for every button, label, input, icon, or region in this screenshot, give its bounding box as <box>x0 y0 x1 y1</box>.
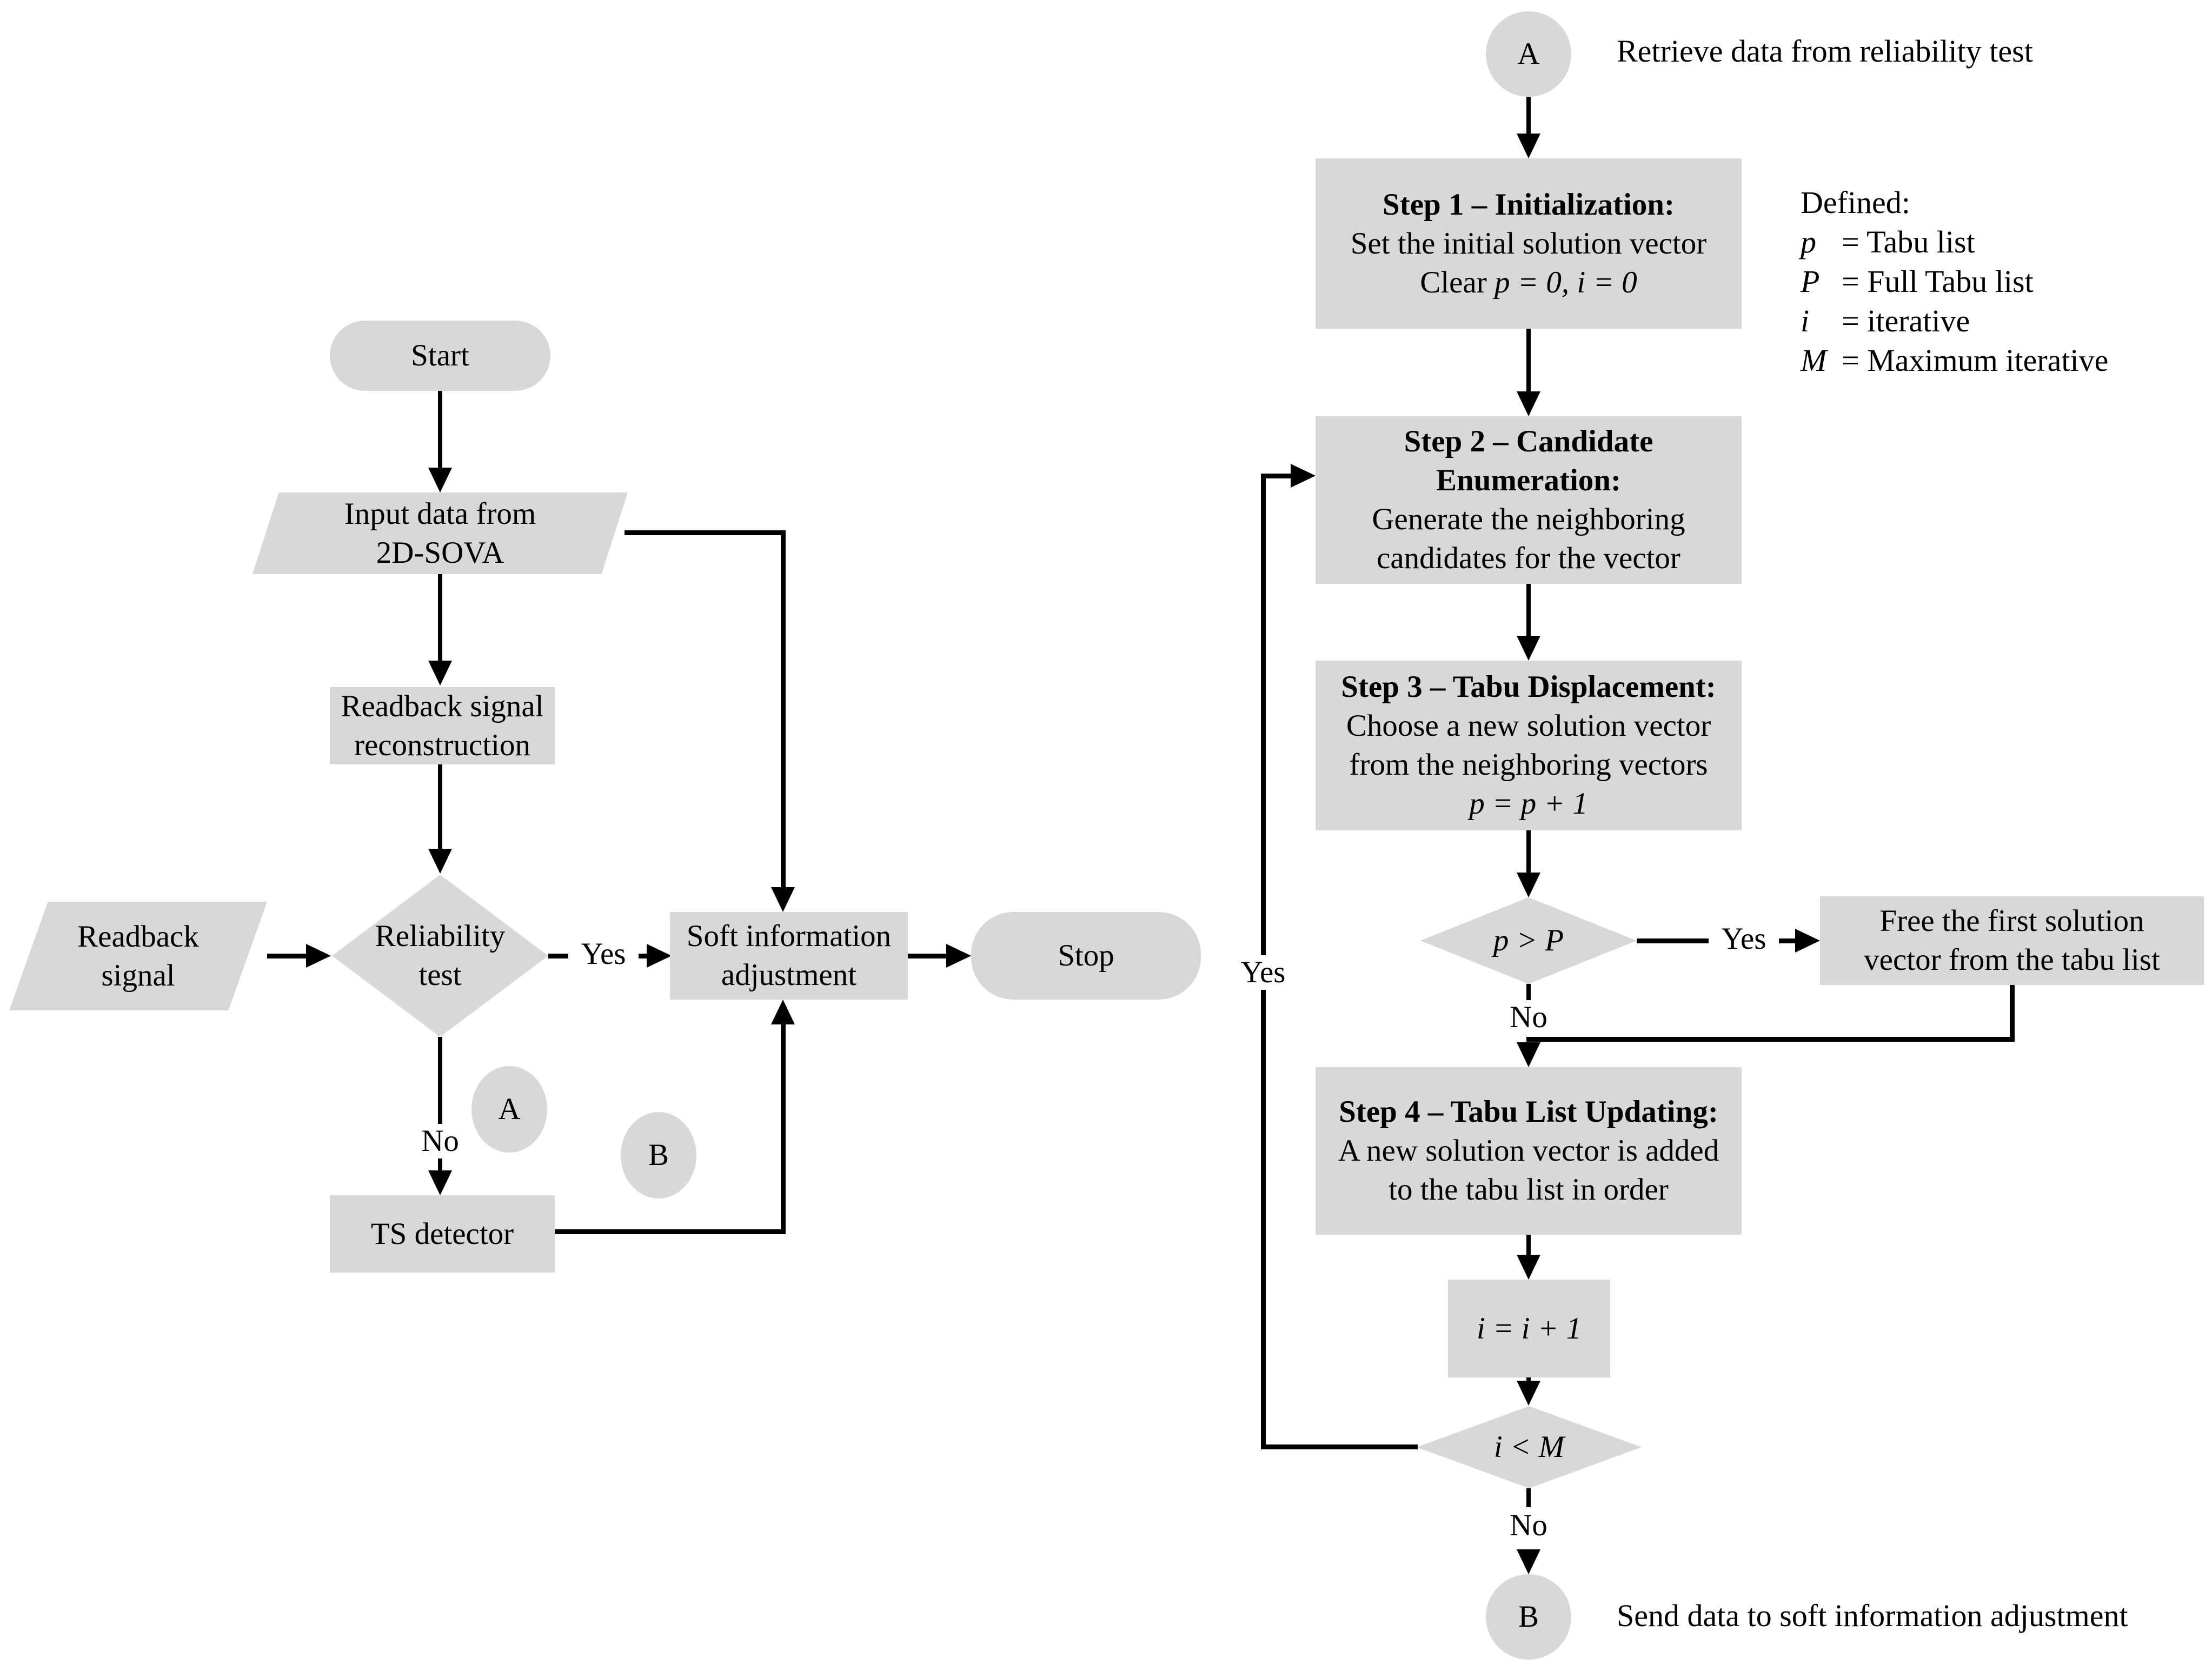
arrowhead-loop-step2 <box>1291 464 1316 488</box>
arrowhead-condi-b <box>1517 1549 1540 1574</box>
step3-title: Step 3 – Tabu Displacement: <box>1341 670 1716 704</box>
ts-detector-node: TS detector <box>330 1195 555 1273</box>
step4-node: Step 4 – Tabu List Updating: A new solut… <box>1316 1067 1742 1235</box>
arrowhead-inc-condi <box>1517 1381 1540 1406</box>
edge-step3-condp <box>1526 830 1531 873</box>
edge-soft-stop <box>908 954 948 958</box>
connector-a-left: A <box>471 1066 547 1153</box>
defined-row: i= iterative <box>1801 303 1970 338</box>
arrowhead-merge-step4 <box>1517 1042 1540 1067</box>
step4-body: A new solution vector is added to the ta… <box>1338 1134 1719 1207</box>
arrowhead-step1-step2 <box>1517 391 1540 416</box>
step1-title: Step 1 – Initialization: <box>1383 187 1675 222</box>
edge-loop-h-bottom <box>1261 1444 1418 1449</box>
arrowhead-soft-stop <box>946 944 971 968</box>
no-label-condp: No <box>1493 1000 1564 1035</box>
retrieve-data-text: Retrieve data from reliability test <box>1617 34 2033 69</box>
edge-readback-reliability <box>267 954 308 958</box>
no-label-left: No <box>405 1124 475 1159</box>
readback-signal-node: Readback signal <box>9 902 267 1010</box>
edge-inc-condi <box>1526 1377 1531 1382</box>
edge-step1-step2 <box>1526 329 1531 391</box>
edge-start-input <box>438 391 442 468</box>
arrowhead-reliability-soft <box>647 944 672 968</box>
arrowhead-a-step1 <box>1517 134 1540 158</box>
i-less-M-diamond: i < M <box>1417 1406 1642 1488</box>
step3-math: p = p + 1 <box>1469 787 1588 821</box>
arrowhead-step2-step3 <box>1517 636 1540 661</box>
arrowhead-input-recon <box>428 661 452 685</box>
edge-input-soft-v <box>781 530 786 887</box>
connector-b-right: B <box>1486 1574 1571 1660</box>
step1-math: Clear p = 0, i = 0 <box>1420 265 1637 299</box>
edge-ts-soft-h <box>555 1229 785 1234</box>
edge-recon-reliability <box>438 764 442 850</box>
arrowhead-step3-condp <box>1517 873 1540 897</box>
arrowhead-readback-reliability <box>306 944 331 968</box>
reliability-test-diamond: Reliability test <box>332 875 548 1037</box>
defined-heading: Defined: <box>1801 185 1910 220</box>
p-greater-P-diamond: p > P <box>1420 897 1637 984</box>
connector-a-right: A <box>1486 11 1571 97</box>
edge-step4-inc <box>1526 1235 1531 1255</box>
edge-a-step1 <box>1526 97 1531 134</box>
start-node: Start <box>330 321 550 391</box>
edge-input-soft-h <box>625 530 785 535</box>
edge-reliability-ts <box>438 1037 442 1171</box>
send-data-text: Send data to soft information adjustment <box>1617 1598 2128 1633</box>
step2-title: Step 2 – Candidate Enumeration: <box>1404 424 1653 497</box>
defined-row: P= Full Tabu list <box>1801 264 2034 299</box>
yes-label-left: Yes <box>568 937 639 971</box>
step2-body: Generate the neighboring candidates for … <box>1372 502 1685 575</box>
step3-node: Step 3 – Tabu Displacement: Choose a new… <box>1316 661 1742 830</box>
connector-b-left: B <box>621 1112 696 1199</box>
edge-merge-h <box>1526 1037 2015 1042</box>
edge-free-merge-v <box>2010 985 2015 1038</box>
step4-title: Step 4 – Tabu List Updating: <box>1339 1095 1718 1129</box>
increment-i-node: i = i + 1 <box>1448 1280 1610 1377</box>
readback-reconstruction-node: Readback signal reconstruction <box>330 687 555 764</box>
arrowhead-start-input <box>428 468 452 492</box>
edge-input-recon <box>438 574 442 661</box>
arrowhead-step4-inc <box>1517 1255 1540 1280</box>
step1-body: Set the initial solution vector <box>1350 226 1707 261</box>
arrowhead-input-soft <box>771 887 795 912</box>
input-2dsova-node: Input data from 2D-SOVA <box>253 492 628 574</box>
edge-loop-h-top <box>1261 474 1292 478</box>
no-label-condi: No <box>1493 1508 1564 1543</box>
arrowhead-condp-free <box>1795 929 1820 953</box>
arrowhead-reliability-ts <box>428 1170 452 1195</box>
arrowhead-ts-soft <box>771 1000 795 1024</box>
yes-label-loop: Yes <box>1228 955 1298 990</box>
edge-step2-step3 <box>1526 584 1531 636</box>
edge-condp-no-stub <box>1526 984 1531 1003</box>
defined-legend: Defined: p= Tabu list P= Full Tabu list … <box>1801 183 2108 380</box>
step3-body: Choose a new solution vector from the ne… <box>1346 709 1711 782</box>
arrowhead-recon-reliability <box>428 849 452 874</box>
edge-condi-no-stub <box>1526 1488 1531 1507</box>
yes-label-condp: Yes <box>1709 922 1779 956</box>
defined-row: M= Maximum iterative <box>1801 343 2109 378</box>
stop-node: Stop <box>971 912 1201 1000</box>
step1-node: Step 1 – Initialization: Set the initial… <box>1316 158 1742 329</box>
step2-node: Step 2 – Candidate Enumeration: Generate… <box>1316 416 1742 584</box>
defined-row: p= Tabu list <box>1801 224 1975 259</box>
free-first-solution-node: Free the first solution vector from the … <box>1820 896 2204 985</box>
soft-information-adjustment-node: Soft information adjustment <box>670 912 908 1000</box>
edge-ts-soft-v <box>781 1024 786 1234</box>
